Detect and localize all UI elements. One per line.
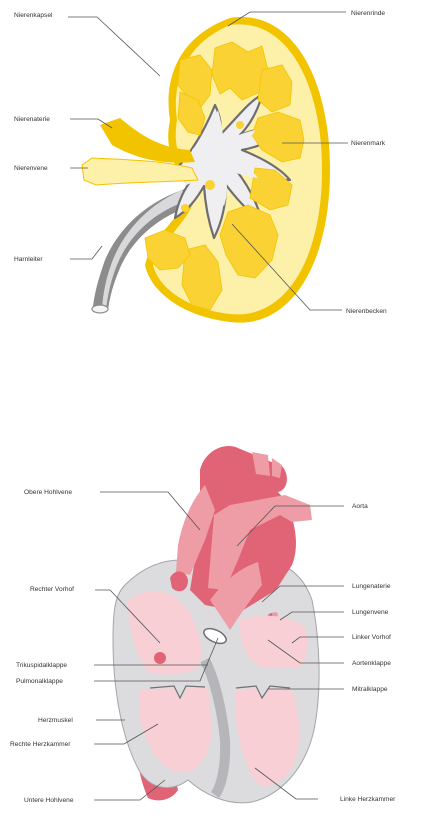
- label-trikuspidalklappe: Trikuspidalklappe: [16, 662, 67, 669]
- label-rechter-vorhof: Rechter Vorhof: [30, 586, 74, 593]
- label-mitralklappe: Mitralklappe: [352, 686, 388, 693]
- label-linke-herzkammer: Linke Herzkammer: [340, 796, 396, 803]
- label-pulmonalklappe: Pulmonalklappe: [16, 678, 63, 685]
- label-untere-hohlvene: Untere Hohlvene: [24, 797, 74, 804]
- label-harnleiter: Harnleiter: [14, 256, 43, 263]
- label-nierenmark: Nierenmark: [351, 140, 386, 147]
- label-aorta: Aorta: [352, 503, 368, 510]
- label-linker-vorhof: Linker Vorhof: [352, 634, 391, 641]
- label-nierenrinde: Nierenrinde: [351, 10, 385, 17]
- label-nierenbecken: Nierenbecken: [346, 308, 387, 315]
- label-obere-hohlvene: Obere Hohlvene: [24, 489, 72, 496]
- label-aortenklappe: Aortenklappe: [352, 660, 391, 667]
- label-nierenkapsel: Nierenkapsel: [14, 12, 53, 19]
- label-herzmuskel: Herzmuskel: [38, 717, 73, 724]
- heart-diagram: Obere Hohlvene Aorta Rechter Vorhof Lung…: [10, 446, 396, 804]
- label-lungenvene: Lungenvene: [352, 609, 389, 616]
- label-nierenvene: Nierenvene: [14, 165, 48, 172]
- label-rechte-herzkammer: Rechte Herzkammer: [10, 741, 71, 748]
- kidney-diagram: Nierenkapsel Nierenrinde Nierenaterie Ni…: [14, 10, 387, 323]
- label-nierenaterie: Nierenaterie: [14, 116, 50, 123]
- label-lungenaterie: Lungenaterie: [352, 583, 391, 590]
